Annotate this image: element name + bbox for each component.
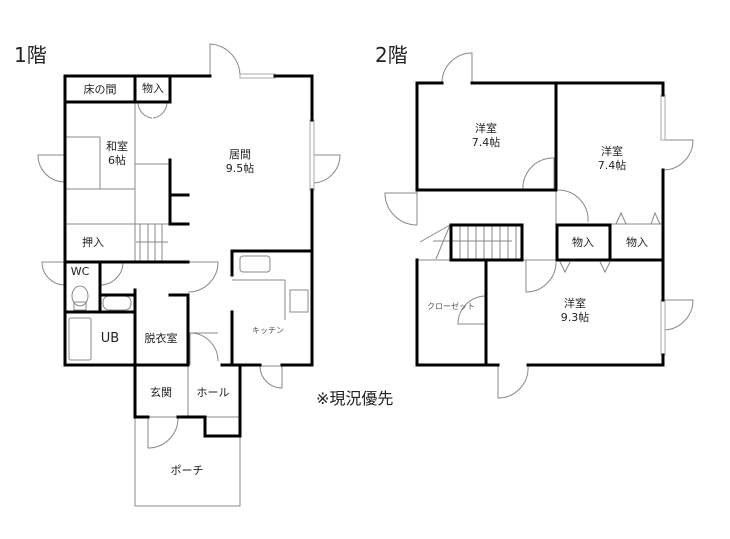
- room-living-size: 9.5帖: [226, 162, 255, 175]
- room-western-3-size: 9.3帖: [561, 311, 590, 324]
- current-condition-note: ※現況優先: [316, 389, 393, 408]
- room-washitsu: 和室: [106, 139, 128, 153]
- room-tokonoma: 床の間: [84, 82, 117, 96]
- room-western-1-size: 7.4帖: [472, 136, 501, 149]
- room-porch: ポーチ: [171, 464, 204, 477]
- room-closet: クローゼット: [427, 301, 475, 311]
- room-dressing: 脱衣室: [145, 331, 178, 345]
- room-genkan: 玄関: [150, 385, 172, 399]
- room-oshiire: 押入: [82, 235, 104, 249]
- room-storage-2: 物入: [626, 235, 648, 249]
- room-western-1: 洋室: [475, 121, 497, 135]
- room-storage-1: 物入: [572, 235, 594, 249]
- room-living: 居間: [229, 148, 251, 161]
- room-ub: UB: [101, 331, 119, 346]
- room-wc: WC: [71, 265, 90, 278]
- room-kitchen: キッチン: [252, 326, 284, 335]
- room-washitsu-size: 6帖: [108, 154, 126, 167]
- room-hall: ホール: [197, 386, 230, 399]
- floor-1-title: 1階: [14, 43, 47, 67]
- room-western-2-size: 7.4帖: [598, 159, 627, 172]
- room-western-3: 洋室: [564, 296, 586, 310]
- floor-2-labels: 洋室 7.4帖 洋室 7.4帖 物入 物入 クローゼット 洋室 9.3帖: [427, 121, 648, 324]
- floor-1-plan: 1階: [14, 43, 341, 507]
- room-storage: 物入: [142, 81, 164, 95]
- room-western-2: 洋室: [601, 144, 623, 158]
- floor-2-plan: 2階: [375, 43, 694, 399]
- floor-2-title: 2階: [375, 43, 408, 67]
- floor-1-labels: 床の間 物入 和室 6帖 居間 9.5帖 押入 WC UB 脱衣室 キッチン 玄…: [71, 81, 284, 477]
